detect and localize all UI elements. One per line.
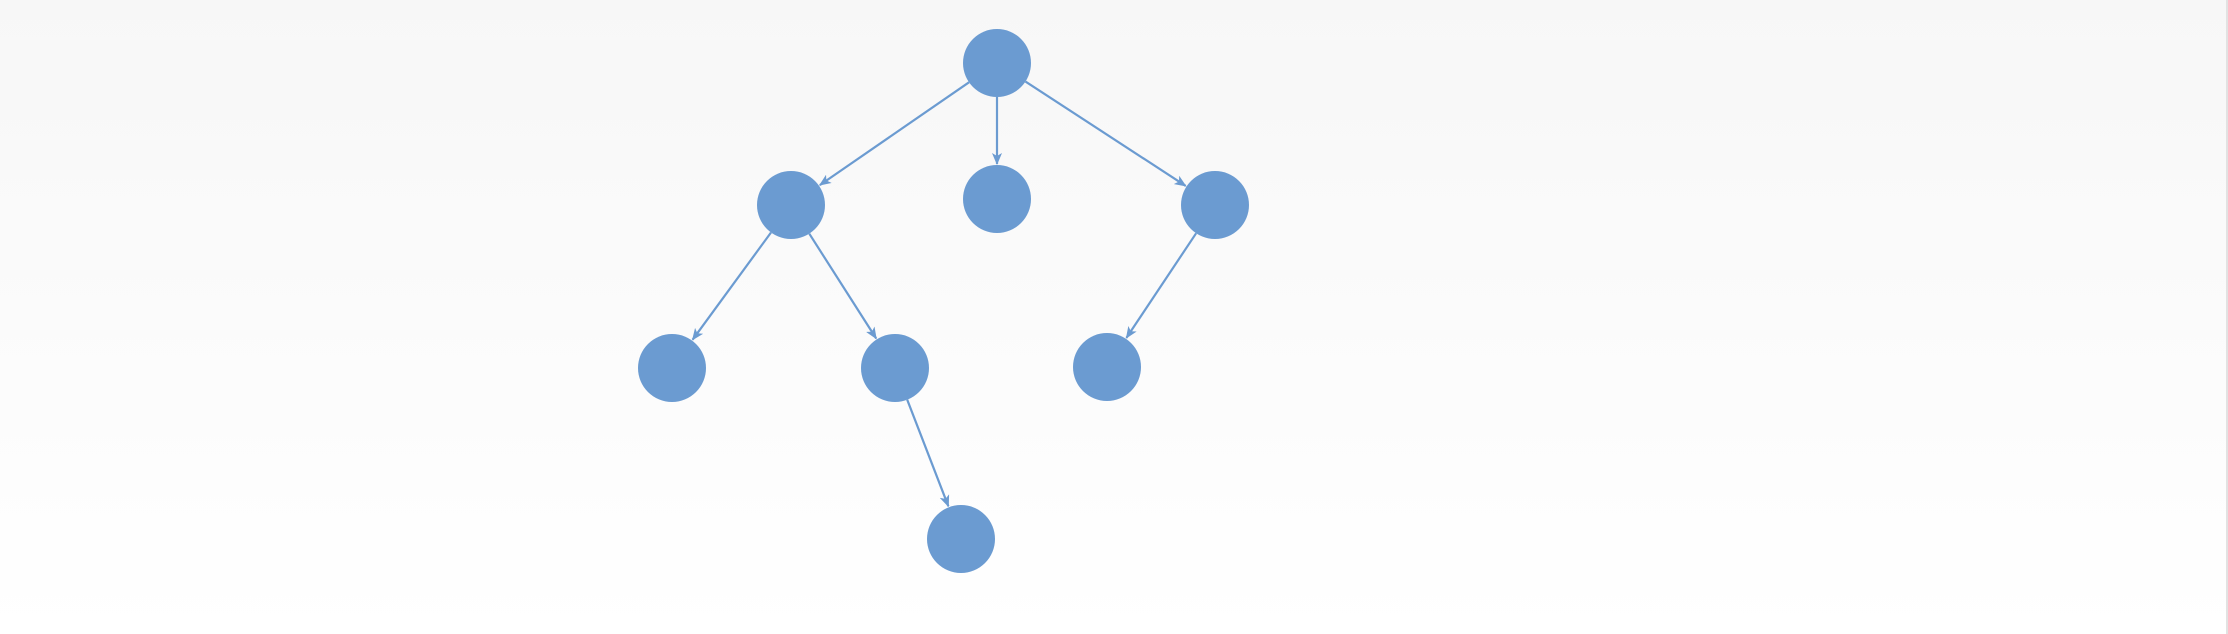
tree-node-root[interactable] (963, 29, 1031, 97)
edge-left-to-left-left (691, 231, 772, 341)
edge-left-right-to-left-right-child (906, 399, 950, 508)
edges-layer (691, 80, 1198, 508)
edge-root-to-right (1024, 80, 1187, 187)
tree-node-left-left[interactable] (638, 334, 706, 402)
edge-root-to-left (818, 81, 970, 187)
nodes-layer (638, 29, 1249, 573)
tree-node-middle[interactable] (963, 165, 1031, 233)
edge-right-to-right-left (1125, 232, 1198, 339)
tree-node-left-right-child[interactable] (927, 505, 995, 573)
edge-left-to-left-right (808, 233, 878, 340)
canvas-right-border (2226, 0, 2228, 634)
tree-node-right[interactable] (1181, 171, 1249, 239)
tree-node-left-right[interactable] (861, 334, 929, 402)
tree-node-left[interactable] (757, 171, 825, 239)
tree-node-right-left[interactable] (1073, 333, 1141, 401)
